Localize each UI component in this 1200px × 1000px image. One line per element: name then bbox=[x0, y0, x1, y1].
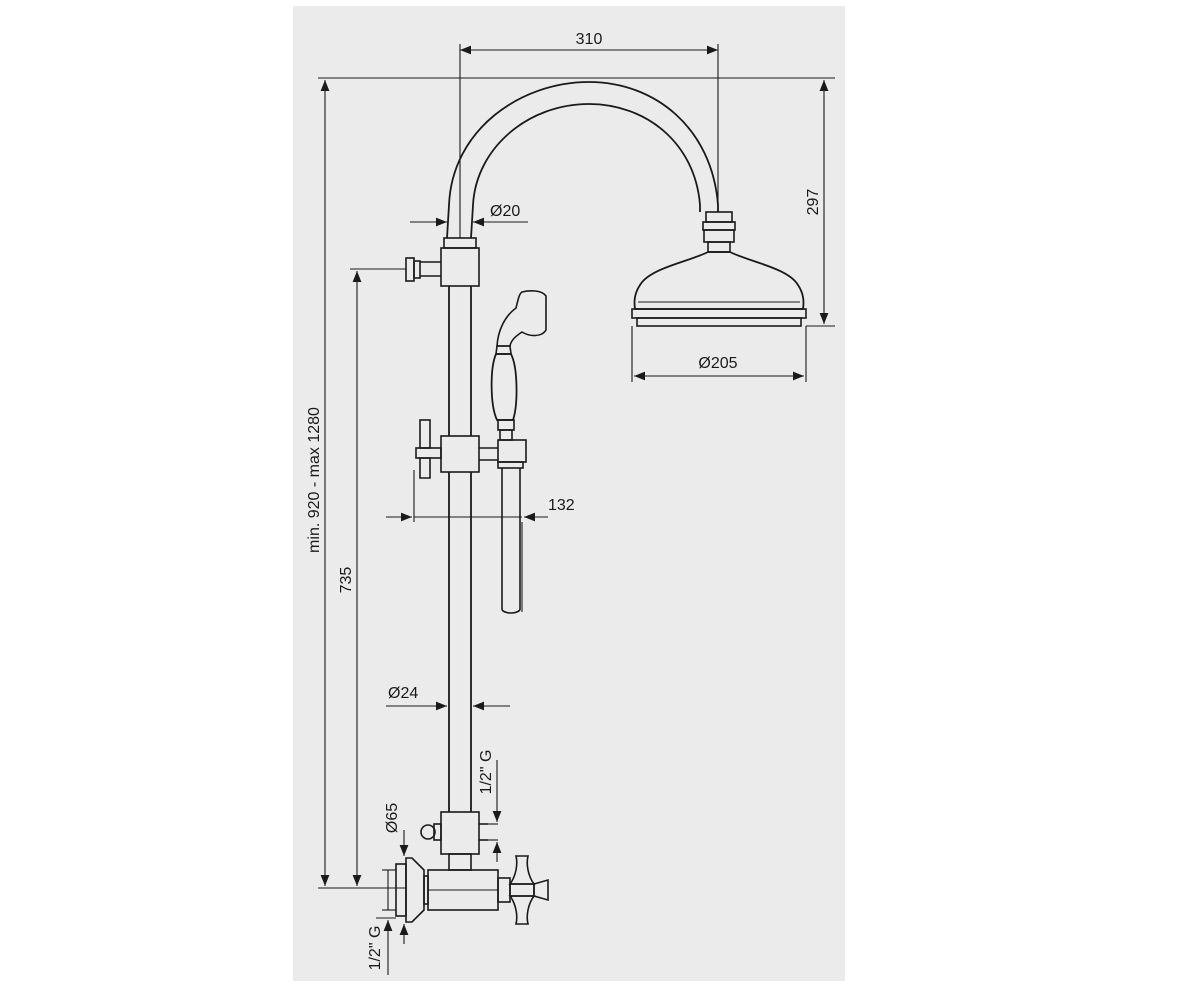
head-connector bbox=[702, 211, 736, 253]
riser-pipe bbox=[448, 286, 472, 812]
dim-arm-reach: 310 bbox=[576, 31, 603, 48]
shower-arm bbox=[446, 81, 719, 239]
dim-arm-diameter: Ø20 bbox=[490, 203, 520, 220]
top-collar bbox=[440, 237, 480, 287]
wall-bracket bbox=[405, 257, 441, 282]
hand-shower bbox=[490, 290, 547, 441]
bottom-collar bbox=[420, 811, 488, 871]
dim-holder-height: 735 bbox=[338, 567, 355, 594]
dim-handshower-offset: 132 bbox=[548, 497, 575, 514]
shower-arm-inner bbox=[470, 103, 701, 239]
dim-overall-height: min. 920 - max 1280 bbox=[306, 407, 323, 553]
dim-head-height: 297 bbox=[805, 189, 822, 216]
drawing-sheet bbox=[293, 6, 845, 981]
shower-hose bbox=[497, 461, 524, 614]
mixer-body bbox=[395, 855, 549, 925]
dim-riser-diameter: Ø24 bbox=[388, 685, 418, 702]
dim-outlet-thread: 1/2" G bbox=[478, 750, 495, 795]
dim-head-diameter: Ø205 bbox=[698, 355, 737, 372]
dim-flange-diameter: Ø65 bbox=[384, 803, 401, 833]
dim-inlet-thread: 1/2" G bbox=[367, 926, 384, 971]
shower-head bbox=[631, 251, 807, 327]
